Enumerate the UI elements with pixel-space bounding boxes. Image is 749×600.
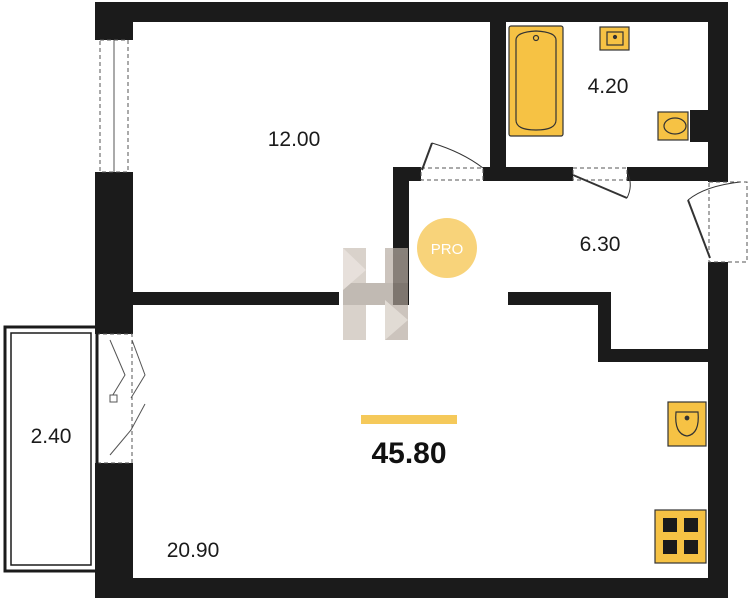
room-area-balcony: 2.40 — [31, 425, 72, 448]
wall-bath-bottom-b — [627, 167, 709, 181]
wall-bathroom-left — [490, 22, 506, 180]
door-opening-bath-hall-b — [572, 167, 628, 181]
outer-wall-left-bottom — [95, 463, 133, 598]
toilet — [657, 110, 708, 142]
door-entrance-swing — [687, 181, 741, 201]
pro-badge: PRO — [417, 218, 477, 278]
balcony-inner-outline — [10, 332, 92, 566]
outer-wall-right-top — [708, 2, 728, 182]
balcony-door-frame — [95, 333, 133, 464]
fixtures — [508, 25, 708, 564]
entrance-door-frame — [708, 181, 748, 263]
kitchen-stove — [654, 509, 707, 564]
door-entrance-leaf — [687, 199, 711, 259]
door-bathroom-swing — [626, 173, 631, 199]
pro-badge-circle — [417, 218, 477, 278]
outer-wall-left-top — [95, 2, 133, 40]
total-area-accent-bar — [361, 415, 457, 424]
wall-hall-top-stub — [393, 167, 421, 181]
bathroom-sink — [599, 26, 630, 51]
balcony-outline — [3, 325, 99, 573]
wall-hall-bottom — [508, 292, 611, 305]
outer-wall-right-bottom — [708, 262, 728, 598]
door-bathroom-leaf — [572, 174, 628, 199]
kitchen-sink — [667, 401, 707, 447]
balcony — [3, 325, 99, 573]
wall-hall-step — [598, 292, 611, 362]
room-area-bathroom: 4.20 — [588, 75, 629, 98]
balcony-door-leaf-top-b — [130, 339, 146, 399]
room-area-hallway: 6.30 — [580, 233, 621, 256]
door-bedroom-swing — [431, 142, 484, 169]
door-opening-bath-hall — [420, 167, 484, 181]
room-area-living-kitchen: 20.90 — [167, 539, 220, 562]
balcony-door-leaf-top — [109, 339, 126, 399]
walls — [95, 2, 728, 598]
total-area: 45.80 — [371, 437, 446, 470]
doors — [421, 142, 741, 259]
wall-kitchen-top — [598, 349, 708, 362]
room-area-bedroom: 12.00 — [268, 128, 321, 151]
outer-wall-top — [95, 2, 727, 22]
door-bedroom-leaf — [421, 142, 433, 171]
wall-bedroom-living — [133, 292, 339, 305]
outer-wall-left-mid — [95, 172, 133, 334]
logo-watermark — [343, 248, 408, 340]
outer-wall-bottom — [95, 578, 727, 598]
bathtub — [508, 25, 564, 137]
balcony-door-leaf-bottom — [109, 403, 146, 456]
wall-bath-bottom-a — [483, 167, 573, 181]
windows-and-openings — [95, 39, 748, 464]
balcony-door-handle — [109, 394, 118, 403]
pro-badge-label: PRO — [431, 241, 464, 258]
